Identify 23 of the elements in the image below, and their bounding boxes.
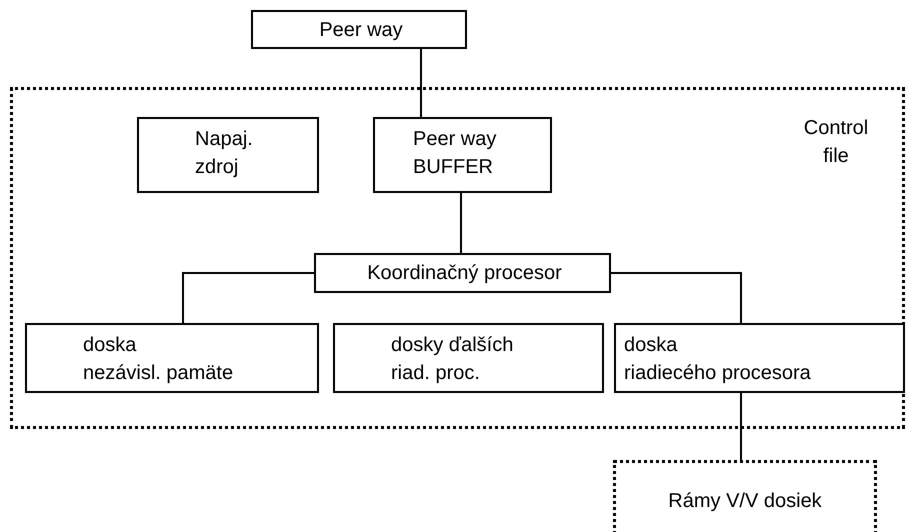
process-box [373,117,552,193]
box-label: Napaj. zdroj [195,127,254,180]
dotted-box [613,460,877,532]
connector-line [182,272,314,323]
process-box [251,10,467,49]
process-box [614,323,905,393]
box-label: Peer way BUFFER [413,127,498,180]
connector-line [420,49,422,117]
box-label: Koordinačný procesor [366,261,563,286]
connector-line [460,193,462,253]
box-label: Rámy V/V dosiek [667,489,823,514]
group-label: Control file [802,116,870,169]
connector-line [611,272,742,323]
process-box [137,117,319,193]
dotted-group-frame [10,87,905,429]
box-label: Peer way [318,18,404,43]
process-box [25,323,319,393]
process-box [314,253,611,293]
box-label: doska riadiecého procesora [624,333,812,386]
box-label: doska nezávisl. pamäte [83,333,234,386]
connector-line [740,393,742,460]
box-label: dosky ďalších riad. proc. [391,333,514,386]
process-box [333,323,604,393]
